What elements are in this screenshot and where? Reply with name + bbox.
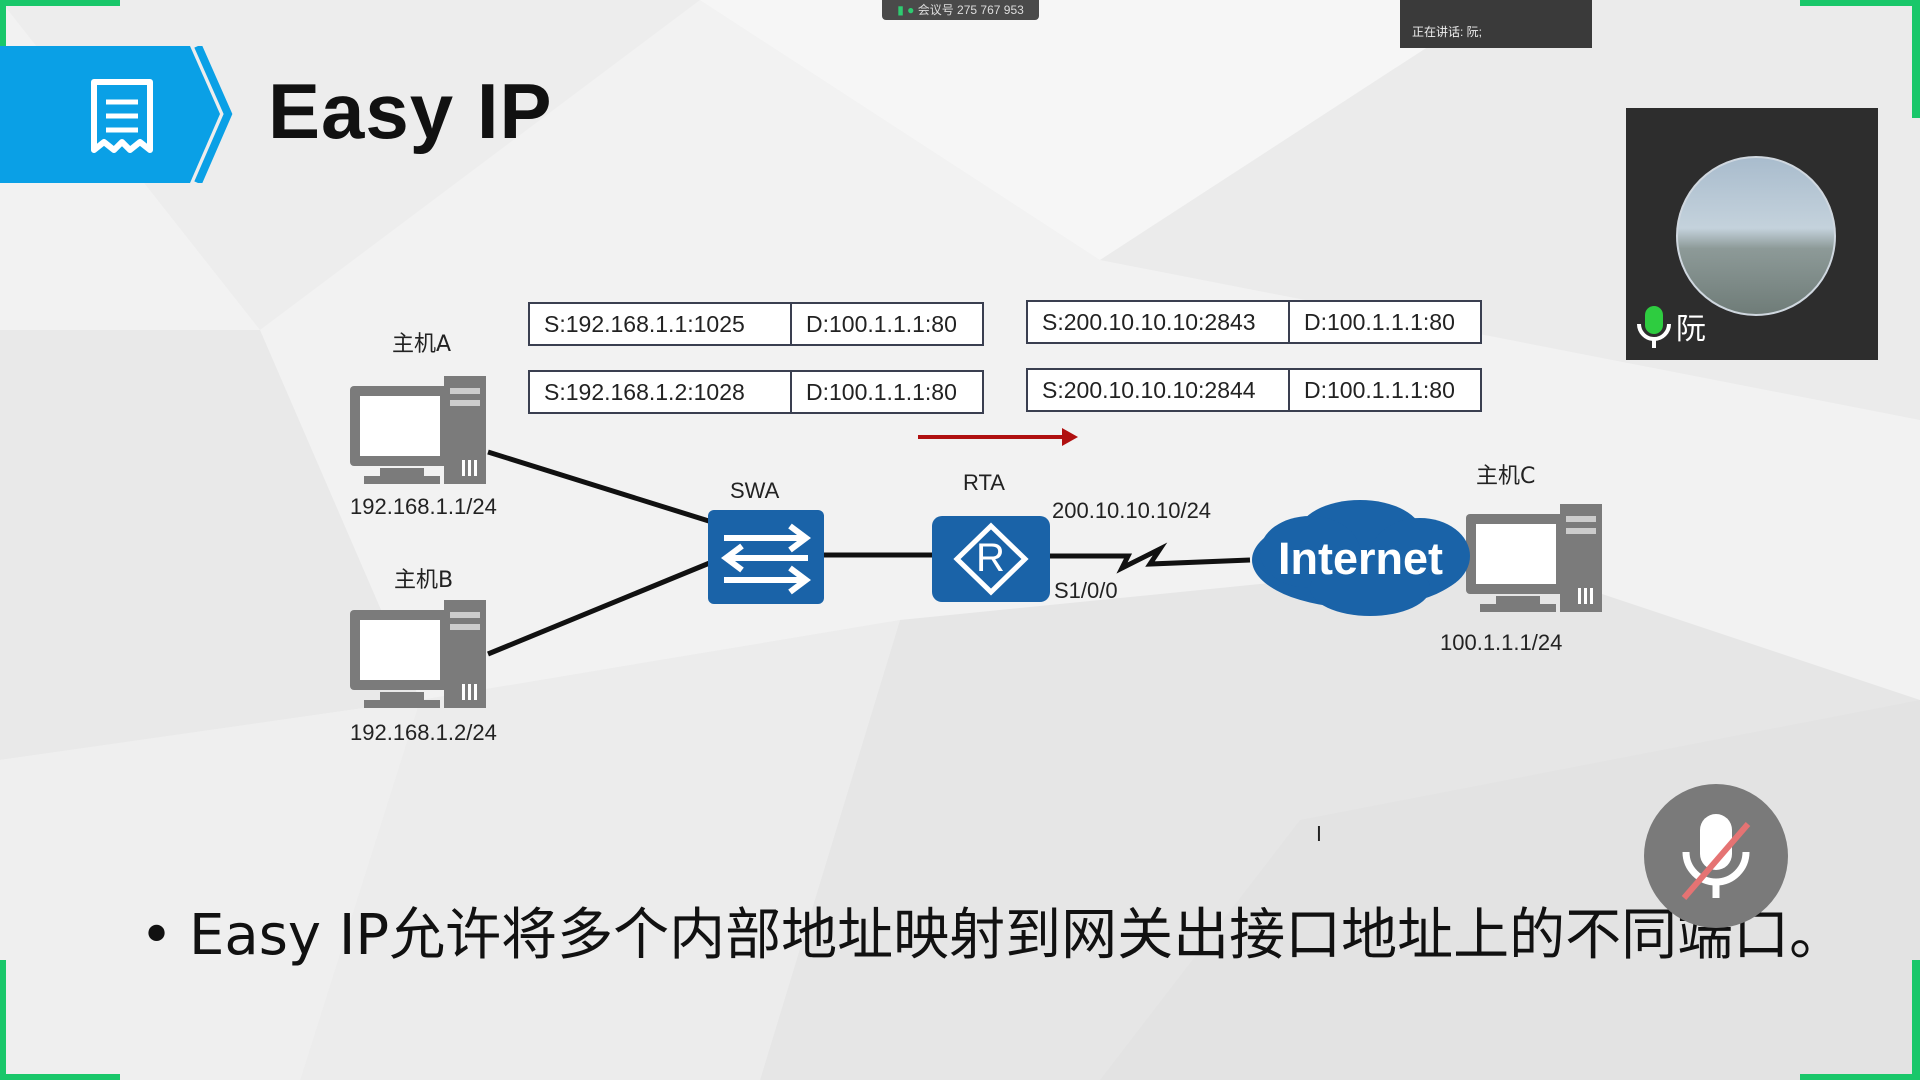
router-label: RTA [963, 470, 1005, 495]
corner-marker-tl-h [0, 0, 120, 6]
corner-marker-tr-h [1800, 0, 1920, 6]
packet-outside-2-dst: D:100.1.1.1:80 [1288, 368, 1482, 412]
speaking-text: 正在讲话: 阮; [1412, 25, 1483, 39]
host-a-ip: 192.168.1.1/24 [350, 494, 497, 519]
router-icon [932, 516, 1050, 602]
title-banner [0, 46, 233, 183]
host-c-ip: 100.1.1.1/24 [1440, 630, 1563, 655]
cloud-icon [1252, 500, 1470, 616]
slide-bullet: •Easy IP允许将多个内部地址映射到网关出接口地址上的不同端口。 [140, 890, 1845, 971]
router-ip: 200.10.10.10/24 [1052, 498, 1212, 523]
bullet-dot: • [140, 903, 174, 968]
participant-video-tile[interactable]: 阮 [1626, 108, 1878, 360]
switch-icon [708, 510, 824, 604]
packet-outside-2-src: S:200.10.10.10:2844 [1026, 368, 1290, 412]
corner-marker-tr-v [1912, 0, 1920, 118]
packet-outside-1-dst: D:100.1.1.1:80 [1288, 300, 1482, 344]
cloud-label: Internet [1278, 533, 1444, 584]
corner-marker-bl-v [0, 960, 6, 1080]
slide-title: Easy IP [268, 67, 553, 155]
meeting-id-pill[interactable]: ▮ ● 会议号 275 767 953 [882, 0, 1039, 20]
bullet-text: Easy IP允许将多个内部地址映射到网关出接口地址上的不同端口。 [189, 903, 1846, 968]
serial-link [1046, 542, 1251, 574]
document-icon [91, 79, 153, 153]
packet-inside-2-src: S:192.168.1.2:1028 [528, 370, 792, 414]
packet-outside-1-src: S:200.10.10.10:2843 [1026, 300, 1290, 344]
mute-toggle-button[interactable] [1644, 784, 1788, 928]
avatar [1676, 156, 1836, 316]
packet-inside-1-src: S:192.168.1.1:1025 [528, 302, 792, 346]
router-interface: S1/0/0 [1054, 578, 1118, 603]
link-hosta-swa [487, 449, 713, 525]
participant-name: 阮 [1676, 312, 1706, 347]
switch-label: SWA [730, 478, 780, 503]
signal-icon: ▮ ● [897, 3, 915, 17]
corner-marker-br-h [1800, 1074, 1920, 1080]
computer-icon-host-b [350, 600, 486, 708]
microphone-icon [1637, 306, 1671, 348]
speaking-indicator: 正在讲话: 阮; [1400, 0, 1592, 48]
microphone-muted-icon [1681, 814, 1751, 900]
corner-marker-bl-h [0, 1074, 120, 1080]
host-b-name: 主机B [394, 568, 454, 593]
text-cursor-icon: I [1316, 822, 1322, 846]
host-b-ip: 192.168.1.2/24 [350, 720, 497, 745]
direction-arrow [918, 428, 1078, 446]
packet-inside-1-dst: D:100.1.1.1:80 [790, 302, 984, 346]
meeting-id-text: 会议号 275 767 953 [917, 3, 1024, 17]
router-glyph: R [976, 536, 1005, 580]
computer-icon-host-c [1466, 504, 1602, 612]
link-hostb-swa [487, 559, 713, 657]
host-a-name: 主机A [392, 332, 452, 357]
packet-inside-2-dst: D:100.1.1.1:80 [790, 370, 984, 414]
computer-icon-host-a [350, 376, 486, 484]
host-c-name: 主机C [1476, 464, 1536, 489]
corner-marker-br-v [1912, 960, 1920, 1080]
